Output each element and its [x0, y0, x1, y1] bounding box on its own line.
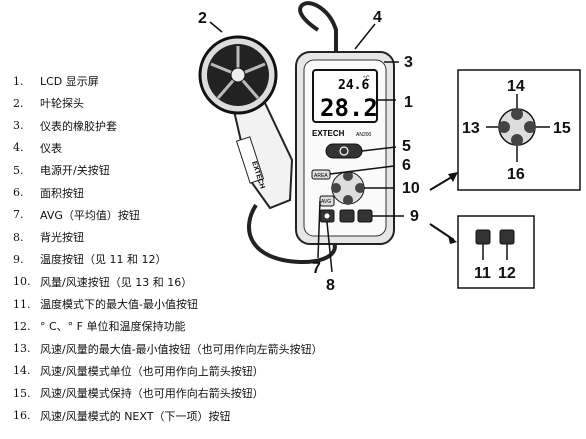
detail-temp-unit-button: [499, 229, 515, 245]
legend-item: 12. ° C、° F 单位和温度保持功能: [0, 317, 186, 335]
detail-left-button: [498, 121, 510, 133]
legend-item-text: 面积按钮: [40, 186, 84, 200]
detail-temp-maxmin-button: [475, 229, 491, 245]
legend-item: 6. 面积按钮: [0, 184, 84, 202]
legend-item: 7. AVG（平均值）按钮: [0, 206, 140, 224]
legend-item: 2. 叶轮探头: [0, 94, 84, 112]
legend-item-number: 4.: [13, 141, 24, 155]
avg-button-label: AVG: [321, 199, 331, 205]
lcd-main-reading: 28.2: [320, 94, 378, 122]
callout-6: 6: [402, 157, 411, 174]
lcd-display: [312, 69, 378, 123]
callout-1: 1: [404, 94, 413, 111]
legend-item: 3. 仪表的橡胶护套: [0, 117, 117, 135]
main-callouts: 2 4 3 1 5 6 10 9 7 8: [198, 9, 420, 294]
lcd-top-reading: 24.6: [338, 78, 369, 93]
legend-item: 11. 温度模式下的最大值-最小值按钮: [0, 295, 198, 313]
callout-12: 12: [498, 265, 516, 282]
legend-item-text: LCD 显示屏: [40, 75, 99, 88]
legend-item-text: 温度模式下的最大值-最小值按钮: [40, 298, 198, 311]
legend-item-text: 温度按钮（见 11 和 12）: [40, 253, 167, 267]
legend-item: 4. 仪表: [0, 139, 62, 157]
lcd-unit: °C: [363, 76, 370, 82]
callout-8: 8: [326, 277, 335, 294]
legend-item-text: 风速/风量模式的 NEXT（下一项）按钮: [40, 409, 231, 423]
maxmin-left-button[interactable]: [331, 183, 341, 193]
legend-item-number: 5.: [13, 163, 24, 177]
legend-item: 5. 电源开/关按钮: [0, 161, 110, 179]
legend-item-number: 9.: [13, 252, 24, 266]
legend-item: 15. 风速/风量模式保持（也可用作向右箭头按钮）: [0, 384, 264, 402]
legend-item-text: 风量/风速按钮（见 13 和 16）: [40, 275, 193, 289]
callout-13: 13: [462, 120, 480, 137]
detail-arrows: [429, 172, 458, 244]
legend-item-text: 风速/风量模式单位（也可用作向上箭头按钮）: [40, 364, 264, 378]
callout-5: 5: [402, 138, 411, 155]
callout-2: 2: [198, 10, 207, 27]
temp-maxmin-button[interactable]: [339, 209, 355, 223]
legend-item-text: 风速/风量的最大值-最小值按钮（也可用作向左箭头按钮）: [40, 342, 323, 356]
legend-item-number: 16.: [13, 409, 31, 422]
legend-item-number: 8.: [13, 230, 24, 244]
backlight-icon: [324, 213, 330, 219]
legend-item: 14. 风速/风量模式单位（也可用作向上箭头按钮）: [0, 362, 264, 380]
legend-item-number: 10.: [13, 275, 31, 289]
unit-up-button[interactable]: [343, 171, 353, 181]
legend-item-text: ° C、° F 单位和温度保持功能: [40, 320, 186, 334]
callout-15: 15: [553, 120, 571, 137]
meter-body: 24.6 °C 28.2 EXTECH AN200 AREA AVG: [295, 51, 395, 245]
detail-down-button: [511, 134, 523, 146]
vane-probe: EXTECH: [198, 35, 294, 210]
detail-up-button: [511, 108, 523, 120]
area-button-label: AREA: [314, 173, 328, 179]
legend-item-number: 1.: [13, 74, 24, 88]
hold-right-button[interactable]: [355, 183, 365, 193]
legend-item: 13. 风速/风量的最大值-最小值按钮（也可用作向左箭头按钮）: [0, 340, 323, 358]
legend-item-text: 仪表的橡胶护套: [40, 119, 117, 133]
callout-16: 16: [507, 166, 525, 183]
legend-item-number: 6.: [13, 186, 24, 199]
legend-item-text: 叶轮探头: [40, 97, 84, 111]
legend-item-text: 背光按钮: [40, 231, 84, 245]
legend-item: 16. 风速/风量模式的 NEXT（下一项）按钮: [0, 407, 230, 425]
legend-item-number: 15.: [13, 386, 31, 400]
callout-7: 7: [312, 260, 321, 277]
legend-item-number: 3.: [13, 119, 24, 133]
legend-item-text: 风速/风量模式保持（也可用作向右箭头按钮）: [40, 387, 264, 401]
legend-item-number: 2.: [13, 96, 24, 110]
callout-14: 14: [507, 78, 525, 95]
callout-3: 3: [404, 54, 413, 71]
legend-item-text: 电源开/关按钮: [40, 164, 110, 178]
model-label: AN200: [356, 132, 372, 138]
temperature-keys-detail: 11 12: [457, 215, 535, 289]
power-icon: [339, 146, 349, 156]
callout-4: 4: [373, 9, 382, 26]
callout-11: 11: [474, 265, 491, 282]
legend-item-number: 7.: [13, 208, 24, 222]
detail-right-button: [524, 121, 536, 133]
callout-9: 9: [410, 208, 419, 225]
brand-label: EXTECH: [312, 129, 345, 138]
power-button[interactable]: [325, 143, 363, 159]
legend-item-number: 13.: [13, 342, 31, 356]
legend-item: 1. LCD 显示屏: [0, 72, 99, 90]
legend-item-text: AVG（平均值）按钮: [40, 208, 140, 222]
direction-keys-detail: 14 13 15 16: [457, 69, 581, 191]
legend-item-number: 14.: [13, 364, 31, 378]
legend-item: 10. 风量/风速按钮（见 13 和 16）: [0, 273, 192, 291]
next-down-button[interactable]: [343, 195, 353, 205]
area-button[interactable]: [311, 169, 331, 180]
legend-item-number: 12.: [13, 319, 31, 333]
callout-10: 10: [402, 180, 420, 197]
legend-item-number: 11.: [13, 297, 31, 311]
legend-item: 9. 温度按钮（见 11 和 12）: [0, 250, 166, 268]
legend-item-text: 仪表: [40, 141, 62, 155]
legend-item: 8. 背光按钮: [0, 228, 84, 246]
wrist-strap: [298, 1, 338, 60]
temp-unit-button[interactable]: [357, 209, 373, 223]
